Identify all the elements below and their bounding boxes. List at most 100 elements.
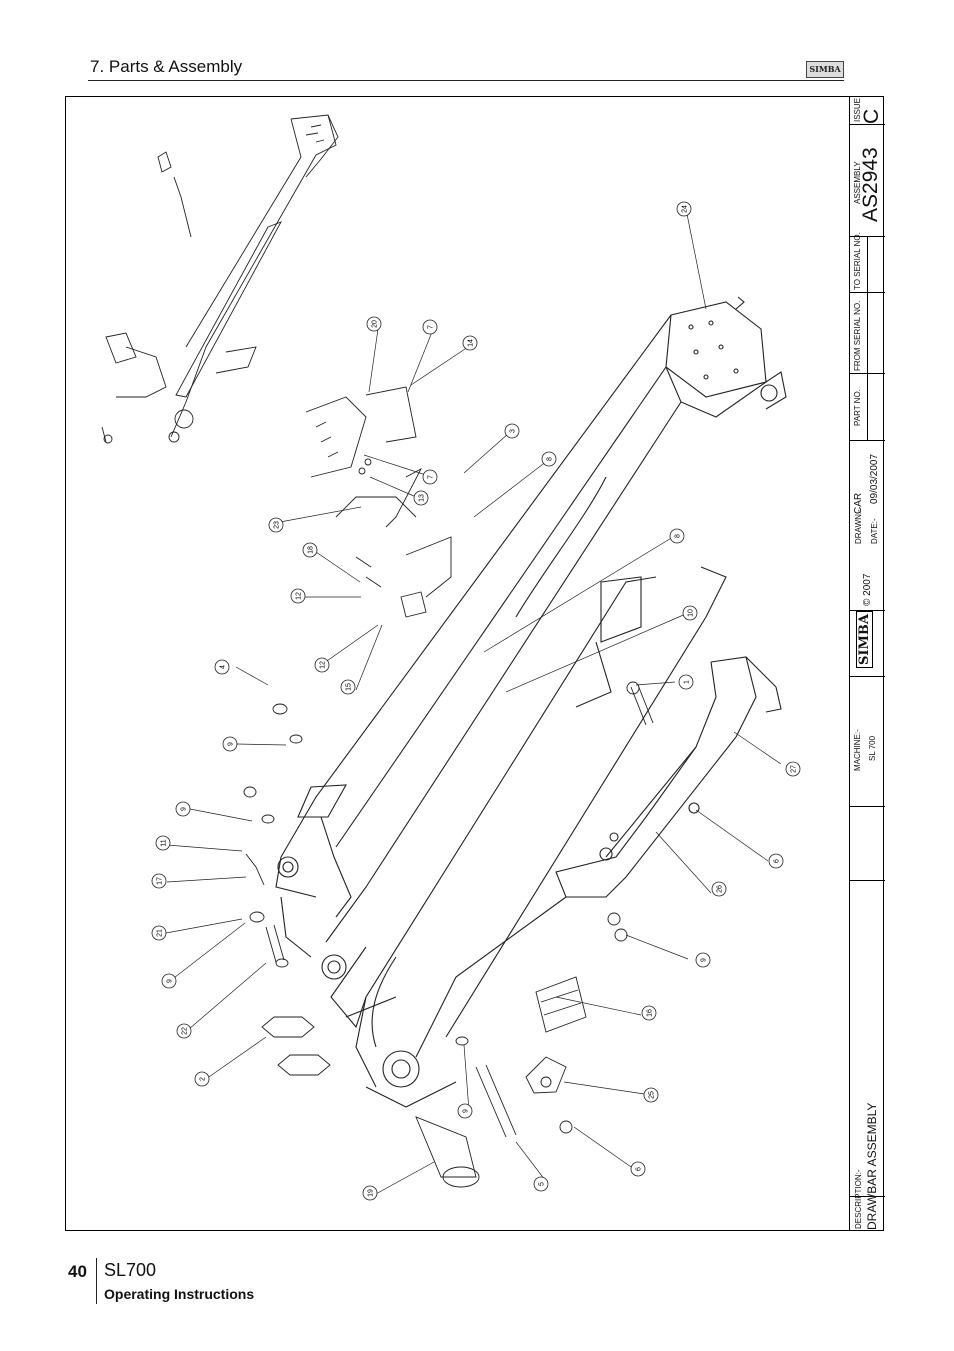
callout-27: 27 xyxy=(785,761,801,777)
callout-label: 5 xyxy=(539,1182,546,1186)
callout-label: 2 xyxy=(200,1077,207,1081)
header-rule xyxy=(88,80,844,81)
header-logo: SIMBA xyxy=(806,61,844,78)
callout-6: 6 xyxy=(768,853,784,869)
callout-label: 7 xyxy=(428,475,435,479)
description-label: DESCRIPTION:- xyxy=(854,1169,863,1229)
drawn-label: DRAWN:- xyxy=(854,509,863,544)
callout-label: 17 xyxy=(157,877,164,885)
assembly-number: AS2943 xyxy=(859,147,882,222)
callout-label: 21 xyxy=(157,929,164,937)
callout-10: 10 xyxy=(682,605,698,621)
callout-25: 25 xyxy=(643,1087,659,1103)
title-block-logo: SIMBA xyxy=(856,611,873,668)
callout-5: 5 xyxy=(533,1176,549,1192)
callout-label: 19 xyxy=(368,1189,375,1197)
callout-21: 21 xyxy=(151,925,167,941)
callout-label: 8 xyxy=(675,534,682,538)
machine-label: MACHINE:- xyxy=(853,729,862,771)
callout-label: 9 xyxy=(701,958,708,962)
callout-label: 8 xyxy=(547,457,554,461)
callout-23: 23 xyxy=(268,517,284,533)
small-parts xyxy=(243,386,654,1188)
callout-label: 18 xyxy=(308,546,315,554)
callout-label: 26 xyxy=(717,885,724,893)
callout-24: 24 xyxy=(676,201,692,217)
callout-label: 10 xyxy=(688,609,695,617)
callout-label: 16 xyxy=(647,1009,654,1017)
from-serial-label: FROM SERIAL NO. xyxy=(853,300,862,371)
callout-22: 22 xyxy=(176,1023,192,1039)
hitch-head xyxy=(665,296,787,418)
callout-9: 9 xyxy=(222,736,238,752)
description-value: DRAWBAR ASSEMBLY xyxy=(865,1102,879,1230)
callout-label: 14 xyxy=(468,339,475,347)
callout-20: 20 xyxy=(366,316,382,332)
callout-label: 1 xyxy=(684,680,691,684)
main-drawbar xyxy=(275,314,682,958)
date-label: DATE:- xyxy=(870,518,879,544)
leg-assembly xyxy=(555,656,782,898)
callout-3: 3 xyxy=(504,423,520,439)
lower-drawbar xyxy=(355,566,727,1108)
callout-18: 18 xyxy=(302,542,318,558)
callout-label: 24 xyxy=(682,205,689,213)
callout-label: 6 xyxy=(636,1167,643,1171)
callout-label: 9 xyxy=(167,979,174,983)
footer-subtitle: Operating Instructions xyxy=(104,1286,255,1302)
callout-9: 9 xyxy=(175,801,191,817)
callout-label: 12 xyxy=(296,592,303,600)
callout-label: 25 xyxy=(649,1091,656,1099)
callout-8: 8 xyxy=(541,451,557,467)
drawbar-assembly-drawing: 2420714387132318812104121519927111762126… xyxy=(101,114,801,1201)
callout-label: 27 xyxy=(791,765,798,773)
issue-value: C xyxy=(860,108,883,124)
drawing-date: 09/03/2007 xyxy=(869,453,880,504)
callout-1: 1 xyxy=(678,674,694,690)
callout-label: 22 xyxy=(182,1027,189,1035)
long-beam xyxy=(321,896,567,1058)
callout-label: 4 xyxy=(220,665,227,669)
callout-4: 4 xyxy=(214,659,230,675)
callout-19: 19 xyxy=(362,1185,378,1201)
footer-divider xyxy=(96,1258,97,1304)
drawn-by: CAR xyxy=(853,492,864,514)
callout-9: 9 xyxy=(695,952,711,968)
page-number: 40 xyxy=(68,1262,87,1281)
callout-7: 7 xyxy=(422,319,438,335)
callout-label: 6 xyxy=(774,859,781,863)
inset-view xyxy=(101,114,339,444)
callout-label: 15 xyxy=(346,683,353,691)
callout-15: 15 xyxy=(340,679,356,695)
section-title: 7. Parts & Assembly xyxy=(90,57,243,76)
model-name: SL700 xyxy=(104,1260,157,1280)
callout-9: 9 xyxy=(161,973,177,989)
callout-12: 12 xyxy=(314,657,330,673)
callout-label: 12 xyxy=(320,661,327,669)
callout-9: 9 xyxy=(457,1103,473,1119)
callout-label: 11 xyxy=(161,839,168,846)
machine-value: SL 700 xyxy=(868,735,877,761)
callout-6: 6 xyxy=(630,1161,646,1177)
callout-label: 3 xyxy=(510,429,517,433)
callout-14: 14 xyxy=(462,335,478,351)
callout-13: 13 xyxy=(413,490,429,506)
copyright: © 2007 xyxy=(862,573,873,606)
callout-17: 17 xyxy=(151,873,167,889)
callout-label: 20 xyxy=(372,320,379,328)
callout-label: 9 xyxy=(463,1109,470,1113)
part-no-label: PART NO. xyxy=(853,389,862,426)
callout-label: 23 xyxy=(274,521,281,529)
title-block: ISSUE C ASSEMBLY AS2943 TO SERIAL NO. FR… xyxy=(849,96,885,1231)
leader-lines xyxy=(165,213,782,1196)
callout-7: 7 xyxy=(422,469,438,485)
callout-label: 9 xyxy=(181,807,188,811)
callout-label: 13 xyxy=(419,494,426,502)
callout-16: 16 xyxy=(641,1005,657,1021)
callout-8: 8 xyxy=(669,528,685,544)
callout-26: 26 xyxy=(711,881,727,897)
callout-11: 11 xyxy=(155,835,171,851)
callout-2: 2 xyxy=(194,1071,210,1087)
to-serial-label: TO SERIAL NO. xyxy=(853,232,862,290)
